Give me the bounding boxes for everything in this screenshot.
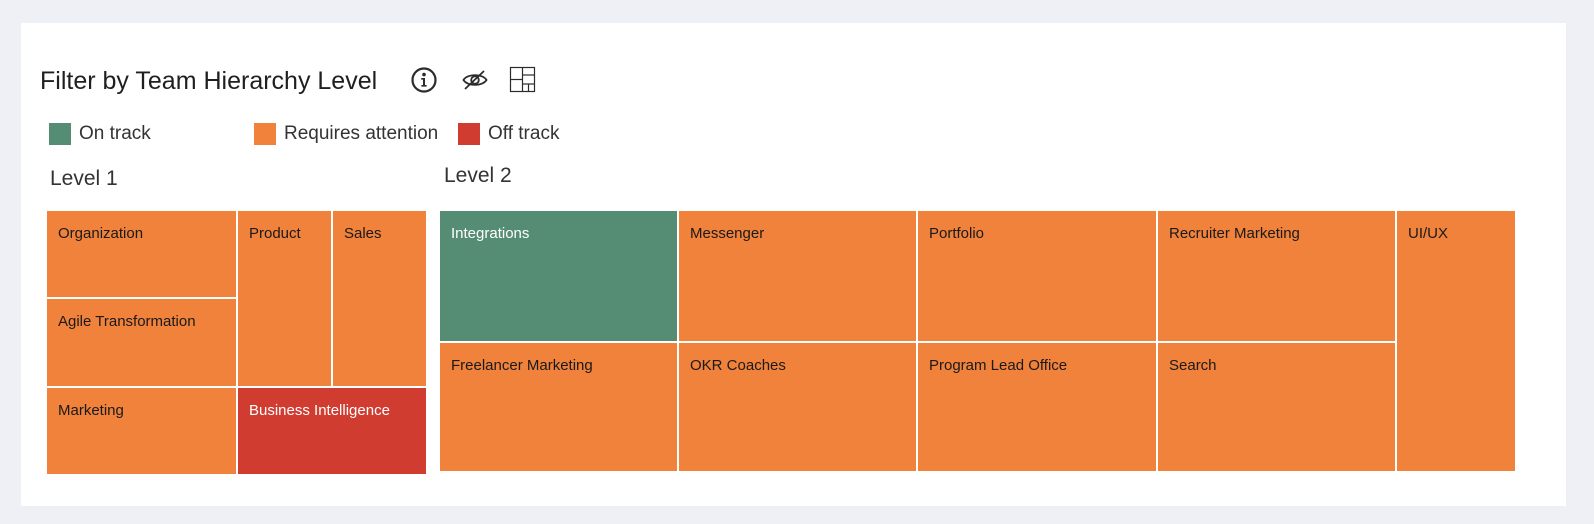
- legend-swatch-off-track: [458, 123, 480, 145]
- eye-off-icon[interactable]: [461, 66, 489, 94]
- treemap-tile-search[interactable]: Search: [1157, 342, 1396, 472]
- tile-label: UI/UX: [1408, 225, 1449, 242]
- treemap-tile-freelancer-marketing[interactable]: Freelancer Marketing: [439, 342, 678, 472]
- treemap-tile-integrations[interactable]: Integrations: [439, 210, 678, 342]
- legend-swatch-on-track: [49, 123, 71, 145]
- legend-item-off-track: Off track: [458, 122, 559, 146]
- treemap-tile-agile-transformation[interactable]: Agile Transformation: [46, 298, 237, 387]
- tile-label: Program Lead Office: [929, 357, 1068, 374]
- legend-item-on-track: On track: [49, 122, 151, 146]
- tile-label: Portfolio: [929, 225, 985, 242]
- legend-label: Requires attention: [284, 123, 439, 144]
- legend-swatch-requires-attention: [254, 123, 276, 145]
- treemap-tile-messenger[interactable]: Messenger: [678, 210, 917, 342]
- legend-label: On track: [79, 123, 151, 144]
- treemap-tile-portfolio[interactable]: Portfolio: [917, 210, 1157, 342]
- tile-label: Agile Transformation: [58, 313, 196, 330]
- tile-label: Search: [1169, 357, 1217, 374]
- treemap-tile-business-intelligence[interactable]: Business Intelligence: [237, 387, 427, 475]
- treemap-tile-organization[interactable]: Organization: [46, 210, 237, 298]
- legend-label: Off track: [488, 123, 560, 144]
- tile-label: Messenger: [690, 225, 765, 242]
- treemap-tile-recruiter-marketing[interactable]: Recruiter Marketing: [1157, 210, 1396, 342]
- page-title: Filter by Team Hierarchy Level: [40, 67, 378, 95]
- legend-item-requires-attention: Requires attention: [254, 122, 438, 146]
- level-1-label: Level 1: [50, 167, 118, 190]
- tile-label: Recruiter Marketing: [1169, 225, 1300, 242]
- treemap-tile-marketing[interactable]: Marketing: [46, 387, 237, 475]
- tile-label: Marketing: [58, 402, 124, 419]
- treemap-tile-sales[interactable]: Sales: [332, 210, 427, 387]
- treemap-tile-okr-coaches[interactable]: OKR Coaches: [678, 342, 917, 472]
- tile-label: OKR Coaches: [690, 357, 786, 374]
- treemap-tile-program-lead-office[interactable]: Program Lead Office: [917, 342, 1157, 472]
- tile-label: Sales: [344, 225, 382, 242]
- tile-label: Business Intelligence: [249, 402, 390, 419]
- tile-label: Organization: [58, 225, 144, 242]
- treemap-tile-product[interactable]: Product: [237, 210, 332, 387]
- tile-label: Freelancer Marketing: [451, 357, 593, 374]
- tile-label: Product: [249, 225, 301, 242]
- level-2-label: Level 2: [444, 164, 512, 187]
- treemap-layout-icon[interactable]: [509, 66, 537, 94]
- tile-label: Integrations: [451, 225, 530, 242]
- treemap-tile-ui-ux[interactable]: UI/UX: [1396, 210, 1516, 472]
- info-icon[interactable]: [410, 66, 438, 94]
